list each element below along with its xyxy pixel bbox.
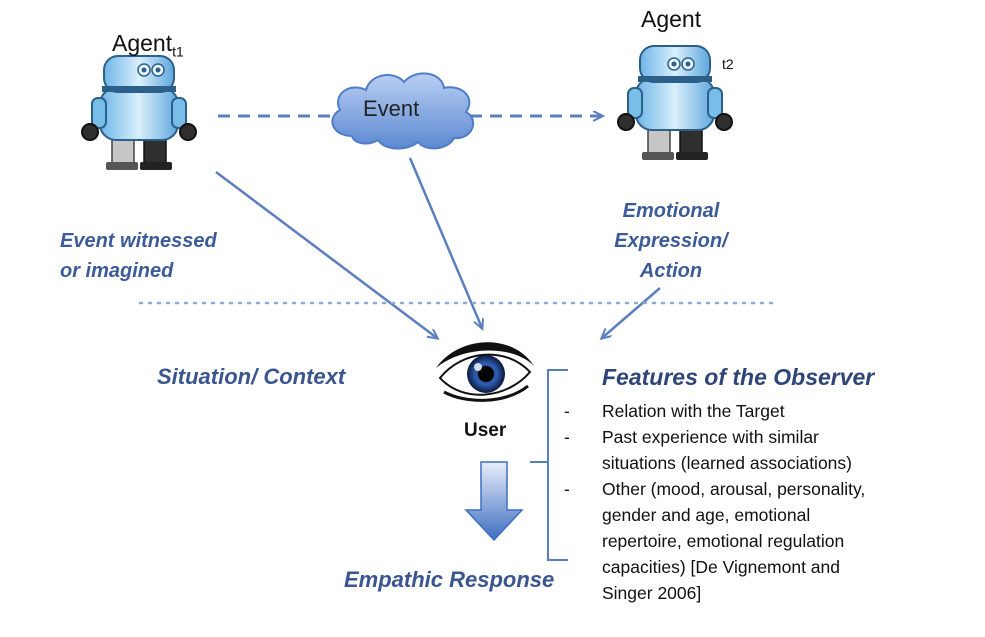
agent-t1-subscript: t1 (172, 43, 184, 60)
agent-t2-superscript: t2 (722, 56, 734, 72)
feature-text: situations (learned associations) (602, 453, 852, 473)
arrow-agent-t1-to-user (215, 171, 437, 338)
robot-agent-t2-icon (617, 45, 733, 160)
feature-bullet: - (564, 479, 570, 499)
feature-text: repertoire, emotional regulation (602, 531, 845, 551)
feature-item-past-experience: - Past experience with similar situation… (560, 424, 980, 476)
emotional-expression-line-1: Emotional (622, 200, 720, 222)
feature-bullet: - (564, 427, 570, 447)
features-list: - Relation with the Target - Past experi… (560, 398, 980, 606)
features-title: Features of the Observer (602, 364, 875, 390)
feature-item-other: - Other (mood, arousal, personality, gen… (560, 476, 980, 606)
event-label: Event (363, 96, 420, 121)
agent-t1-title: Agent (112, 30, 173, 56)
feature-text: gender and age, emotional (602, 505, 811, 525)
eye-icon (436, 342, 534, 402)
event-witnessed-line-2: or imagined (60, 260, 174, 282)
event-witnessed-line-1: Event witnessed (60, 230, 217, 252)
agent-t2-title: Agent (641, 6, 702, 32)
feature-item-relation: - Relation with the Target (560, 398, 980, 424)
event-witnessed-label: Event witnessed or imagined (60, 226, 217, 286)
emotional-expression-line-2: Expression/ (614, 230, 728, 252)
feature-text: Relation with the Target (602, 401, 785, 421)
emotional-expression-label: Emotional Expression/ Action (596, 196, 746, 286)
robot-agent-t1-icon (81, 55, 197, 170)
feature-text: Singer 2006] (602, 583, 702, 603)
situation-context-label: Situation/ Context (157, 364, 346, 389)
feature-text: capacities) [De Vignemont and (602, 557, 841, 577)
feature-text: Other (mood, arousal, personality, (602, 479, 866, 499)
empathic-response-label: Empathic Response (344, 567, 555, 592)
user-label: User (464, 420, 507, 441)
feature-bullet: - (564, 401, 570, 421)
features-bracket (530, 369, 568, 561)
arrow-expression-to-user (602, 287, 661, 338)
agent-t1-label: Agentt1 (112, 30, 184, 60)
feature-text: Past experience with similar (602, 427, 819, 447)
event-cloud-icon (331, 72, 475, 150)
emotional-expression-line-3: Action (639, 260, 703, 282)
arrow-event-to-user (408, 157, 482, 328)
down-arrow-icon (464, 461, 524, 542)
